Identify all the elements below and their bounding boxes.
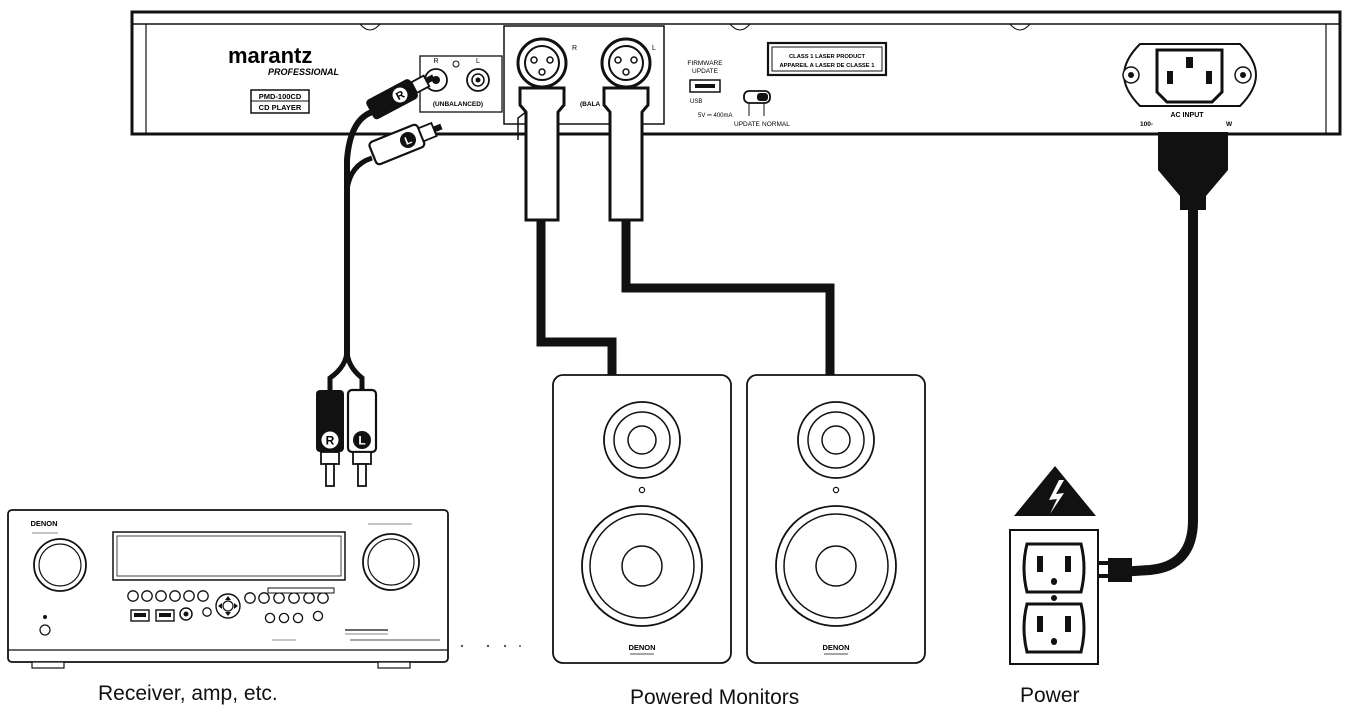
xlr-plug-l — [602, 86, 650, 222]
laser-label-line1: CLASS 1 LASER PRODUCT — [789, 54, 865, 60]
receiver-button — [312, 610, 324, 622]
balanced-label: (BALA — [580, 101, 601, 108]
monitor-left: DENON — [552, 374, 732, 664]
receiver-button — [141, 590, 153, 602]
receiver-buttons — [127, 590, 329, 624]
rca-plug-l-bottom: L — [346, 388, 378, 487]
receiver-button — [288, 592, 300, 604]
monitor-right: DENON — [746, 374, 926, 664]
model-number: PMD-100CD — [259, 92, 302, 101]
power-plug-connector — [1158, 132, 1228, 210]
voltage-label-left: 100- — [1140, 121, 1153, 128]
rca-l-label: L — [476, 58, 480, 65]
receiver-button — [183, 590, 195, 602]
monitor-left-brand: DENON — [628, 643, 655, 652]
usb-label: USB — [690, 99, 702, 105]
wall-outlet — [1009, 529, 1099, 665]
firmware-label-line2: UPDATE — [692, 68, 719, 75]
xlr-cables — [517, 86, 835, 375]
power-plug-head — [1108, 558, 1132, 582]
firmware-label-line1: FIRMWARE — [687, 60, 723, 67]
brand-sub-logo: PROFESSIONAL — [268, 67, 339, 77]
receiver-button — [273, 592, 285, 604]
monitor-right-brand: DENON — [822, 643, 849, 652]
caption-receiver: Receiver, amp, etc. — [98, 682, 278, 705]
ac-input-label: AC INPUT — [1170, 112, 1204, 119]
rca-r-label: R — [433, 58, 438, 65]
rca-plug-r-top: R — [366, 74, 435, 120]
switch-normal-label: NORMAL — [762, 121, 790, 128]
power-cable — [1098, 132, 1228, 582]
brand-logo: marantz — [228, 43, 312, 68]
receiver-button — [303, 592, 315, 604]
receiver-button — [292, 612, 304, 624]
rca-cable: R L R L — [316, 74, 443, 487]
cd-player-rear-panel: marantz PROFESSIONAL PMD-100CD CD PLAYER… — [130, 10, 1342, 136]
laser-warning-label — [766, 41, 888, 77]
receiver-button — [197, 590, 209, 602]
rca-plug-r-bottom: R — [316, 390, 344, 487]
receiver-display — [112, 531, 346, 581]
laser-label-line2: APPAREIL A LASER DE CLASSE 1 — [779, 63, 875, 69]
receiver-button — [127, 590, 139, 602]
rca-plug-l-badge-top: L — [403, 134, 414, 148]
xlr-plug-r — [518, 86, 566, 222]
receiver-button — [202, 607, 212, 617]
rca-plug-l-badge-bottom: L — [358, 434, 365, 448]
receiver-button — [244, 592, 256, 604]
rca-plug-l-top: L — [368, 121, 443, 166]
receiver-button — [317, 592, 329, 604]
receiver-button — [155, 590, 167, 602]
caption-power: Power — [1020, 684, 1080, 707]
stray-marks — [460, 644, 521, 648]
receiver: DENON — [7, 509, 449, 669]
receiver-button — [258, 592, 270, 604]
switch-update-label: UPDATE — [734, 121, 761, 128]
usb-power-label: 5V ⎓ 400mA — [698, 113, 732, 119]
rca-plug-r-badge-bottom: R — [326, 434, 335, 448]
xlr-l-label: L — [652, 45, 656, 52]
receiver-brand: DENON — [30, 519, 57, 528]
voltage-label-right: W — [1226, 121, 1233, 128]
receiver-button — [278, 612, 290, 624]
xlr-r-label: R — [572, 45, 577, 52]
ac-input-socket[interactable] — [1155, 48, 1224, 104]
unbalanced-label: (UNBALANCED) — [433, 101, 483, 108]
electrical-hazard-icon — [1014, 466, 1096, 516]
receiver-button — [169, 590, 181, 602]
receiver-button — [264, 612, 276, 624]
model-type: CD PLAYER — [259, 103, 302, 112]
caption-monitors: Powered Monitors — [630, 686, 800, 709]
